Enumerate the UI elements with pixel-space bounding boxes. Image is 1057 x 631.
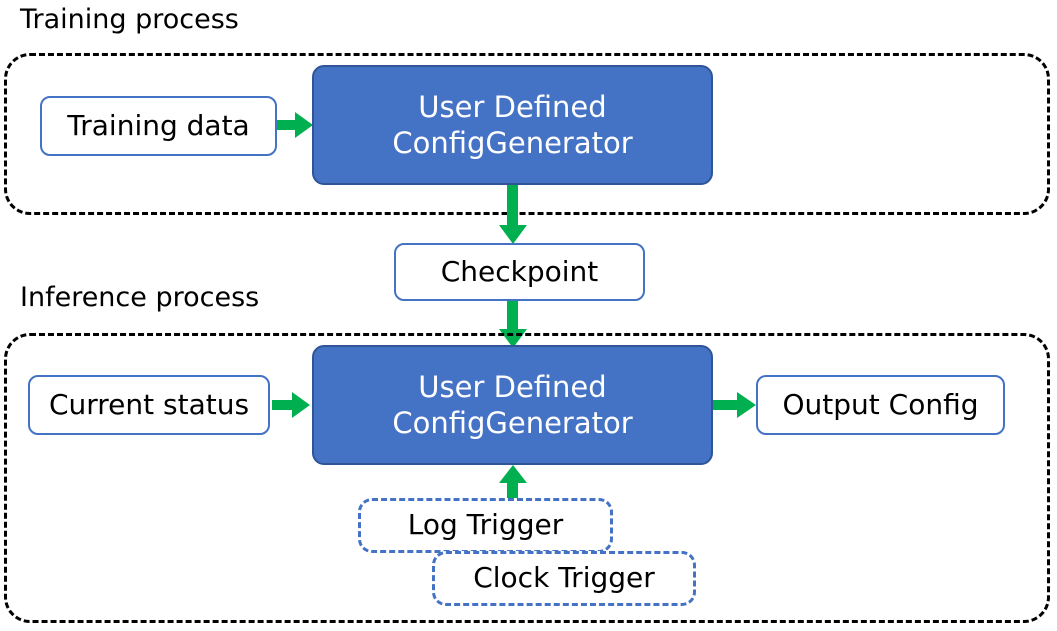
node-output-config-label: Output Config (782, 387, 979, 421)
training-process-label: Training process (20, 4, 239, 35)
inference-process-label: Inference process (20, 282, 260, 313)
node-checkpoint-label: Checkpoint (440, 254, 599, 288)
node-current-status-label: Current status (48, 387, 250, 421)
node-config-generator-inference-label-line2: ConfigGenerator (392, 406, 633, 440)
node-output-config[interactable]: Output Config (756, 375, 1005, 435)
node-config-generator-inference[interactable]: User Defined ConfigGenerator (312, 345, 713, 465)
node-training-data[interactable]: Training data (40, 96, 277, 156)
node-config-generator-training[interactable]: User Defined ConfigGenerator (312, 65, 713, 185)
node-config-generator-training-label-line2: ConfigGenerator (392, 126, 633, 160)
node-config-generator-inference-label-line1: User Defined (418, 369, 607, 404)
node-checkpoint[interactable]: Checkpoint (394, 243, 645, 301)
inference-process-group (4, 333, 1050, 623)
training-process-group (4, 53, 1050, 215)
node-clock-trigger-label: Clock Trigger (473, 561, 655, 595)
node-current-status[interactable]: Current status (28, 375, 270, 435)
node-training-data-label: Training data (67, 108, 250, 142)
node-log-trigger[interactable]: Log Trigger (358, 498, 613, 553)
node-log-trigger-label: Log Trigger (407, 508, 564, 542)
node-clock-trigger[interactable]: Clock Trigger (432, 551, 696, 606)
node-config-generator-training-label-line1: User Defined (418, 89, 607, 124)
